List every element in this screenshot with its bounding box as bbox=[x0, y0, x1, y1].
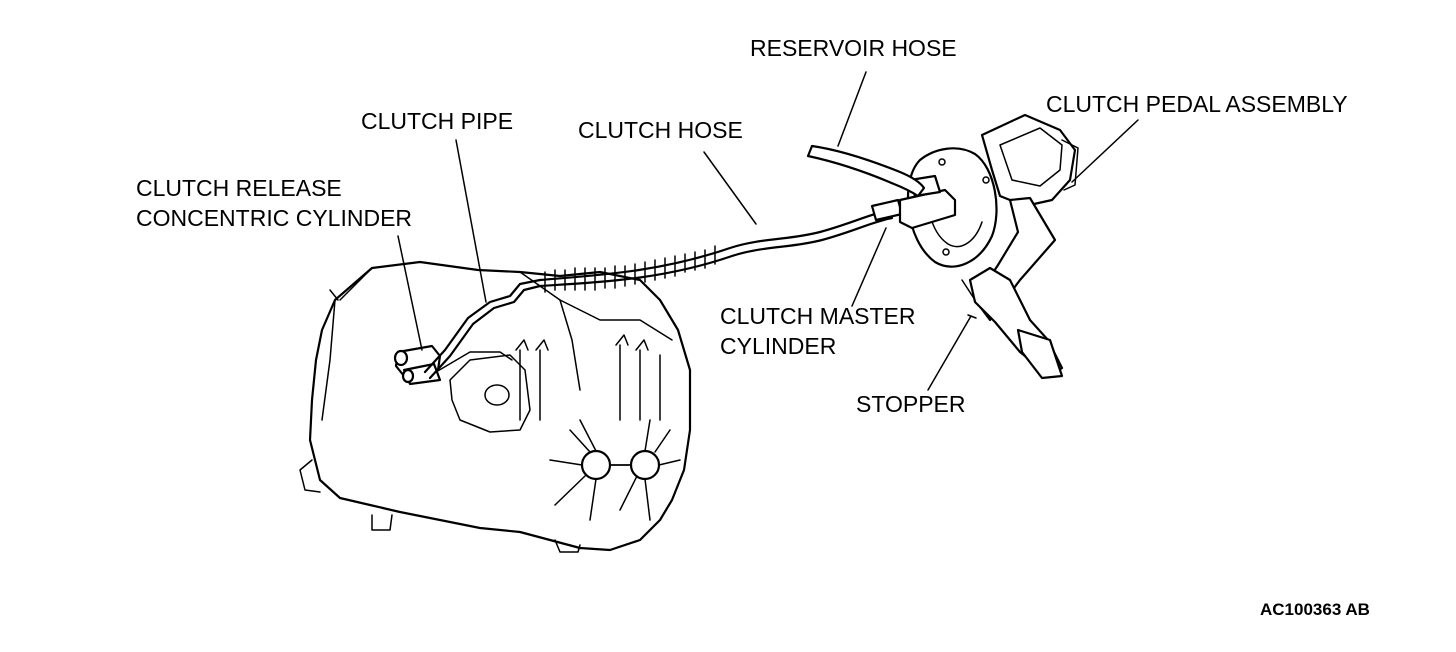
transmission-housing bbox=[299, 260, 692, 553]
clutch-pedal-assembly bbox=[961, 113, 1079, 380]
label-clutch-pedal-assembly: CLUTCH PEDAL ASSEMBLY bbox=[1046, 91, 1348, 117]
label-clutch-release-line2: CONCENTRIC CYLINDER bbox=[136, 205, 413, 231]
label-clutch-pipe: CLUTCH PIPE bbox=[361, 108, 514, 134]
label-clutch-master-line1: CLUTCH MASTER bbox=[720, 303, 916, 329]
figure-code: AC100363 AB bbox=[1260, 600, 1370, 619]
master-cylinder bbox=[898, 147, 998, 268]
label-clutch-master-line2: CYLINDER bbox=[720, 333, 837, 359]
label-reservoir-hose: RESERVOIR HOSE bbox=[750, 35, 957, 61]
label-stopper: STOPPER bbox=[856, 391, 966, 417]
clutch-hose bbox=[538, 198, 904, 293]
leader-lines bbox=[397, 71, 1139, 391]
label-clutch-release-line1: CLUTCH RELEASE bbox=[136, 175, 342, 201]
clutch-pipe bbox=[423, 278, 542, 380]
label-clutch-hose: CLUTCH HOSE bbox=[578, 117, 743, 143]
reservoir-hose bbox=[806, 144, 926, 198]
